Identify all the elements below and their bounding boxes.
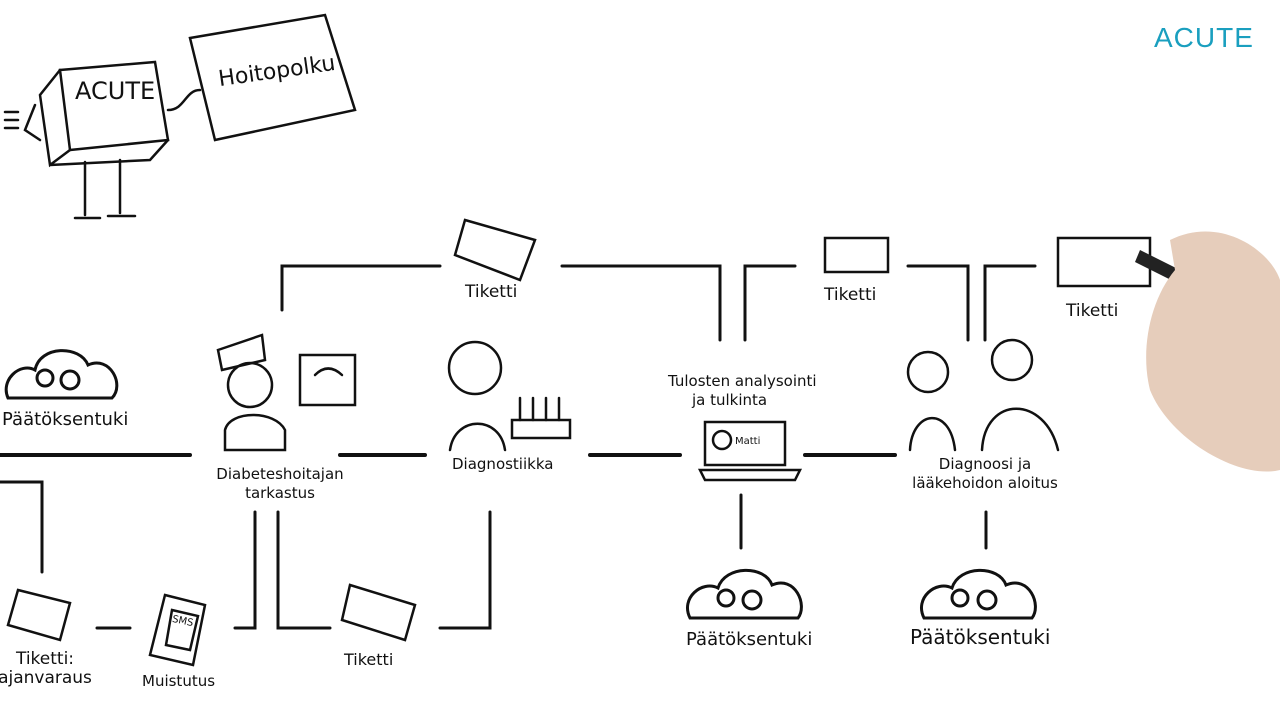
- phone-sms-text: SMS: [171, 613, 195, 630]
- nurse-check-label: tarkastus: [245, 484, 315, 502]
- top-branch-1: [280, 264, 722, 342]
- diagnosis-label: Diagnoosi ja: [938, 455, 1032, 473]
- diagnostics-person-icon: [447, 340, 507, 452]
- hand-pen-icon: [1135, 231, 1280, 472]
- analysis-label: Tulosten analysointi: [668, 372, 817, 390]
- ticket-label: Tiketti: [344, 650, 394, 669]
- booking-ticket-label: Tiketti:: [15, 649, 75, 669]
- lab-tubes-icon: [510, 396, 572, 440]
- analysis-label: ja tulkinta: [692, 391, 768, 409]
- laptop-icon: [697, 420, 803, 482]
- diagnostics-label: Diagnostiikka: [452, 455, 554, 473]
- top-branch-3: [983, 264, 1037, 342]
- decision-support-label: Päätöksentuki: [2, 409, 129, 430]
- cloud-gears-icon: [4, 349, 1037, 620]
- nurse-check-label: Diabeteshoitajan: [216, 465, 344, 483]
- ticket-label: Tiketti: [824, 285, 877, 305]
- character-box-label: ACUTE: [75, 77, 156, 105]
- patient-name: Matti: [735, 436, 761, 447]
- doctors-icon: [906, 338, 1060, 452]
- decision-support-label: Päätöksentuki: [686, 629, 813, 650]
- decision-support-label: Päätöksentuki: [910, 625, 1051, 649]
- ticket-label: Tiketti: [465, 282, 518, 302]
- acute-character-icon: [3, 13, 357, 220]
- diagnosis-label: lääkehoidon aloitus: [912, 474, 1058, 492]
- phone-sms-icon: [148, 593, 207, 667]
- nurse-icon: [216, 333, 287, 452]
- ticket-icon: [6, 218, 1152, 642]
- ticket-label: Tiketti: [1066, 301, 1119, 321]
- bottom-branches: [0, 480, 988, 630]
- booking-ticket-label: ajanvaraus: [0, 668, 92, 688]
- scale-icon: [298, 353, 357, 407]
- top-branch-2: [743, 264, 970, 342]
- reminder-label: Muistutus: [142, 672, 216, 690]
- acute-logo: ACUTE: [1154, 22, 1254, 53]
